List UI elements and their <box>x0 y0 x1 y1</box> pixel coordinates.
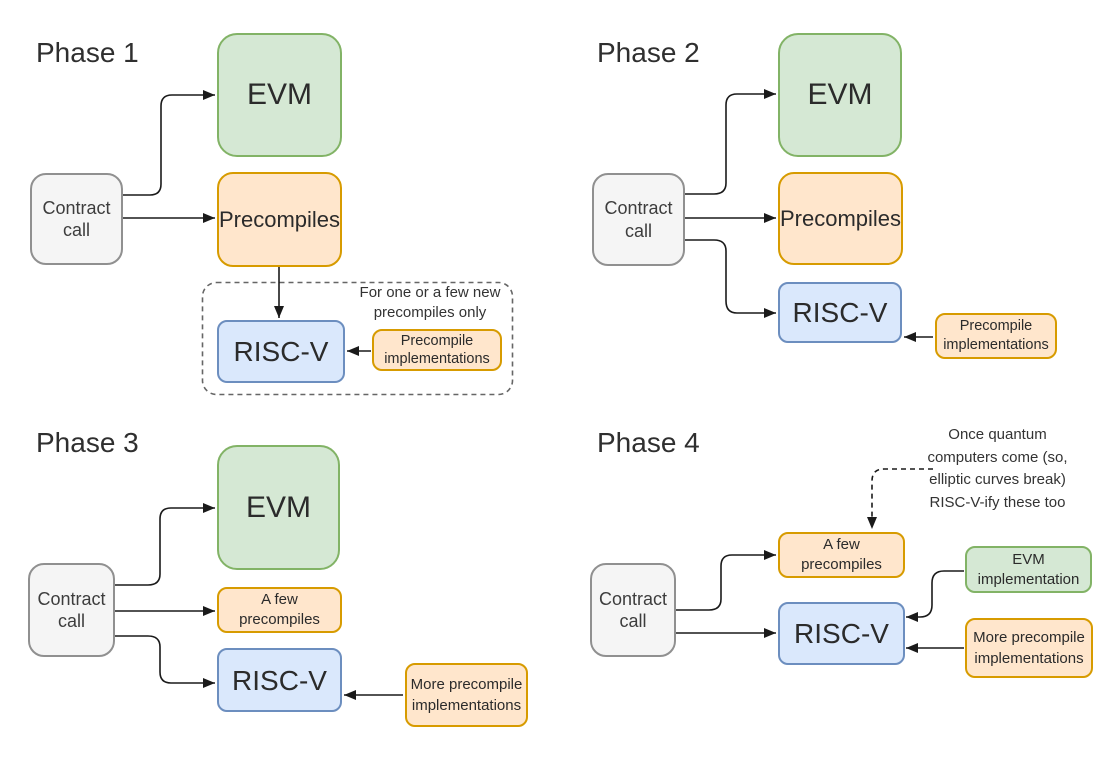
phase1-arrow-contract-to-evm <box>123 90 215 196</box>
phase1-contract-call-node: Contract call <box>30 173 123 265</box>
phase3-more-precompile-implementations-node: More precompile implementations <box>405 663 528 727</box>
phase1-note: For one or a few new precompiles only <box>359 284 501 321</box>
phase2-evm-node: EVM <box>778 33 902 157</box>
phase2-title: Phase 2 <box>597 37 700 68</box>
phase1-riscv-node: RISC-V <box>217 320 345 383</box>
phase2-contract-call-node: Contract call <box>592 173 685 266</box>
phase1-title: Phase 1 <box>36 37 139 68</box>
phase3-riscv-node: RISC-V <box>217 648 342 712</box>
phase1-precompiles-node: Precompiles <box>217 172 342 267</box>
phase2-precompiles-node: Precompiles <box>778 172 903 265</box>
phase3-title: Phase 3 <box>36 427 139 458</box>
phase2-arrow-contract-to-evm <box>685 89 776 195</box>
phase4-evm-implementation-node: EVM implementation <box>965 546 1092 593</box>
phase2-riscv-node: RISC-V <box>778 282 902 343</box>
phase3-evm-node: EVM <box>217 445 340 570</box>
phase4-note: Once quantum computers come (so, ellipti… <box>927 426 1068 511</box>
phase3-arrow-contract-to-riscv <box>115 635 215 688</box>
phase4-contract-call-node: Contract call <box>590 563 676 657</box>
phase4-more-precompile-implementations-node: More precompile implementations <box>965 618 1093 678</box>
phase4-few-precompiles-node: A few precompiles <box>778 532 905 578</box>
phase2-arrow-contract-to-riscv <box>685 239 776 318</box>
phase4-arrow-evmimpl-to-riscv <box>906 570 964 622</box>
phase3-few-precompiles-node: A few precompiles <box>217 587 342 633</box>
phase4-riscv-node: RISC-V <box>778 602 905 665</box>
phase1-precompile-implementations-node: Precompile implementations <box>372 329 502 371</box>
phase4-arrow-contract-to-precompiles <box>676 550 776 611</box>
phase3-contract-call-node: Contract call <box>28 563 115 657</box>
phase2-precompile-implementations-node: Precompile implementations <box>935 313 1057 359</box>
phase1-evm-node: EVM <box>217 33 342 157</box>
phase4-title: Phase 4 <box>597 427 700 458</box>
phase3-arrow-contract-to-evm <box>115 503 215 586</box>
